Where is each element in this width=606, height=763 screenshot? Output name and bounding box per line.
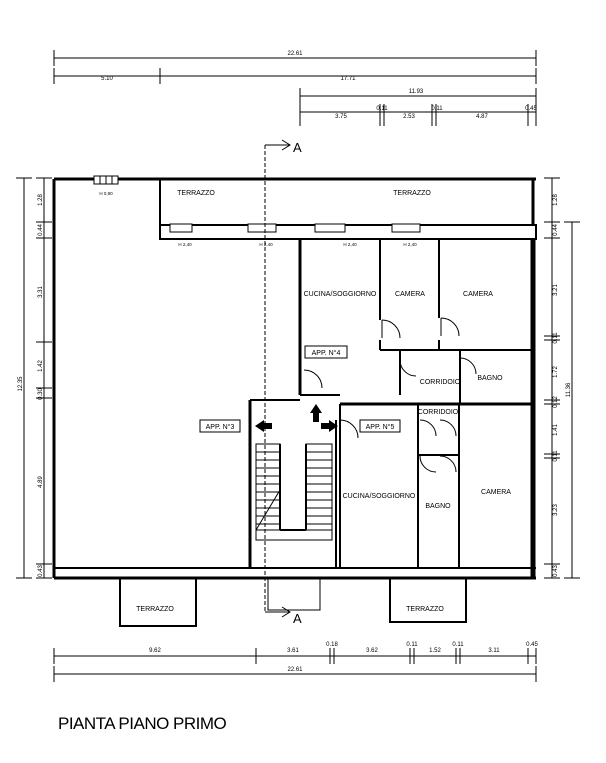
svg-text:H 2,40: H 2,40 (403, 242, 417, 247)
right-dimension-labels: 1.28 0.44 3.21 0.11 1.72 0.12 1.41 0.11 … (553, 194, 572, 577)
dim-right-9: 3.23 (553, 504, 559, 516)
top-dimensions (53, 50, 537, 126)
dim-bottom-6: 1.52 (429, 648, 441, 654)
dim-top-sub-1: 3.75 (335, 114, 347, 120)
room-corridoio-app5: CORRIDOIO (418, 409, 459, 416)
left-dimensions (16, 177, 52, 579)
dim-right-3: 3.21 (553, 284, 559, 296)
svg-text:H 2,40: H 2,40 (259, 242, 273, 247)
dim-bottom-7: 0.11 (452, 642, 464, 648)
dim-left-7: 0.43 (38, 565, 44, 577)
dim-left-5: 0.30 (38, 388, 44, 400)
dim-top-sub-6: 0.45 (525, 106, 537, 112)
dim-top-total: 22.61 (287, 51, 303, 57)
dim-top-sub-4: 0.11 (431, 106, 443, 112)
dim-top-left: 5.10 (101, 76, 113, 82)
dim-left-3: 3.31 (38, 286, 44, 298)
dim-bottom-4: 3.62 (366, 648, 378, 654)
room-terrazzo-top-right: TERRAZZO (393, 190, 431, 197)
left-dimension-labels: 12.35 1.28 0.44 3.31 1.42 0.30 4.89 0.43 (18, 194, 44, 577)
app-label-boxes (199, 345, 401, 433)
dim-right-10: 0.43 (553, 565, 559, 577)
arrow-right-icon (321, 420, 338, 432)
room-cucina-app5: CUCINA/SOGGIORNO (343, 493, 416, 500)
drawing-title: PIANTA PIANO PRIMO (58, 714, 227, 733)
dim-top-sub-2: 0.11 (376, 106, 388, 112)
dim-bottom-5: 0.11 (406, 642, 418, 648)
room-terrazzo-bottom-left: TERRAZZO (136, 606, 174, 613)
dim-bottom-total: 22.61 (287, 667, 303, 673)
door-swings (303, 317, 477, 473)
windows-top (93, 175, 421, 233)
exterior-walls (52, 177, 537, 580)
label-app3: APP. N°3 (206, 423, 235, 431)
entry-arrows (255, 404, 338, 432)
dim-right-2: 0.44 (553, 224, 559, 236)
room-bagno-app5: BAGNO (425, 503, 451, 510)
dim-top-sub-total: 11.93 (409, 89, 424, 95)
dim-left-4: 1.42 (38, 360, 44, 372)
dim-right-6: 0.12 (553, 396, 559, 408)
room-bagno-app4: BAGNO (477, 375, 503, 382)
room-camera-app5: CAMERA (481, 489, 511, 496)
arrow-up-icon (310, 404, 322, 422)
room-terrazzo-top-left: TERRAZZO (177, 190, 215, 197)
svg-text:H 0,90: H 0,90 (99, 191, 113, 196)
dim-bottom-8: 3.11 (488, 648, 500, 654)
dim-top-sub-5: 4.87 (476, 114, 488, 120)
interior-walls (248, 239, 533, 568)
room-terrazzo-bottom-right: TERRAZZO (406, 606, 444, 613)
dim-right-7: 1.41 (553, 424, 559, 436)
dim-bottom-3: 0.18 (326, 642, 338, 648)
section-label-bottom: A (293, 611, 302, 626)
dim-left-1: 1.28 (38, 194, 44, 206)
label-app5: APP. N°5 (366, 423, 395, 431)
dim-right-8: 0.11 (553, 450, 559, 462)
dim-left-2: 0.44 (38, 224, 44, 236)
bottom-terraces (119, 578, 467, 627)
dim-bottom-9: 0.45 (526, 642, 538, 648)
section-arrow-bottom (265, 606, 291, 618)
room-corridoio-app4: CORRIDOIO (420, 379, 461, 386)
label-app4: APP. N°4 (312, 349, 341, 357)
svg-text:H 2,40: H 2,40 (178, 242, 192, 247)
dim-left-total: 12.35 (18, 376, 24, 392)
dim-bottom-2: 3.61 (287, 648, 299, 654)
staircase (255, 443, 333, 541)
arrow-left-icon (255, 420, 272, 432)
dim-top-right: 17.71 (340, 76, 356, 82)
dim-right-5: 1.72 (553, 366, 559, 378)
section-label-top: A (293, 140, 302, 155)
dim-right-1: 1.28 (553, 194, 559, 206)
room-cucina-app4: CUCINA/SOGGIORNO (304, 291, 377, 298)
right-dimensions (544, 177, 580, 579)
window-labels-top: H 0,90 H 2,40 H 2,40 H 2,40 H 2,40 (99, 191, 417, 247)
bottom-dimensions (53, 648, 537, 682)
dim-top-sub-3: 2.53 (403, 114, 415, 120)
room-camera-app4-a: CAMERA (395, 291, 425, 298)
svg-text:H 2,40: H 2,40 (343, 242, 357, 247)
dim-right-4: 0.11 (553, 332, 559, 344)
section-arrow-top (265, 139, 291, 151)
room-camera-app4-b: CAMERA (463, 291, 493, 298)
dim-left-6: 4.89 (38, 476, 44, 488)
dim-right-total: 11.36 (566, 382, 572, 397)
dim-bottom-1: 9.62 (149, 648, 161, 654)
